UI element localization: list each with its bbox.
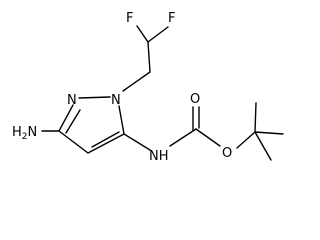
bond-cq-me-low (254, 131, 272, 161)
bond-chf-ch2 (147, 41, 151, 73)
atom-nh: NH (149, 149, 169, 164)
bond-nh-c (169, 128, 197, 147)
bond-c4-c5 (87, 133, 125, 154)
atom-nh2: H2N (12, 125, 37, 142)
bond-o-cq (236, 131, 256, 149)
bond-c-o-ester (195, 128, 221, 147)
atom-n2: N (67, 93, 77, 108)
atom-o-ester: O (222, 146, 232, 161)
bond-ch2-n1 (122, 71, 151, 92)
bond-c5-n1 (118, 105, 125, 135)
atom-f-left: F (126, 11, 133, 26)
bond-n1-n2 (78, 96, 111, 99)
atom-o-carbonyl: O (190, 92, 200, 107)
bond-n2-c3-double (65, 109, 81, 134)
bond-n2-c3 (58, 104, 74, 132)
bond-c4-c5-double (91, 131, 120, 148)
atom-f-right: F (168, 11, 175, 26)
bond-chf-f-right (147, 26, 169, 43)
chemical-structure: F F N N H2N NH O O (12, 11, 284, 164)
atom-n1: N (111, 93, 121, 108)
bond-chf-f-left (136, 25, 149, 43)
bond-cq-me-right (254, 131, 284, 135)
bond-cq-me-top (254, 102, 257, 133)
bond-c3-c4 (58, 130, 89, 154)
bond-c5-nh (123, 133, 151, 151)
